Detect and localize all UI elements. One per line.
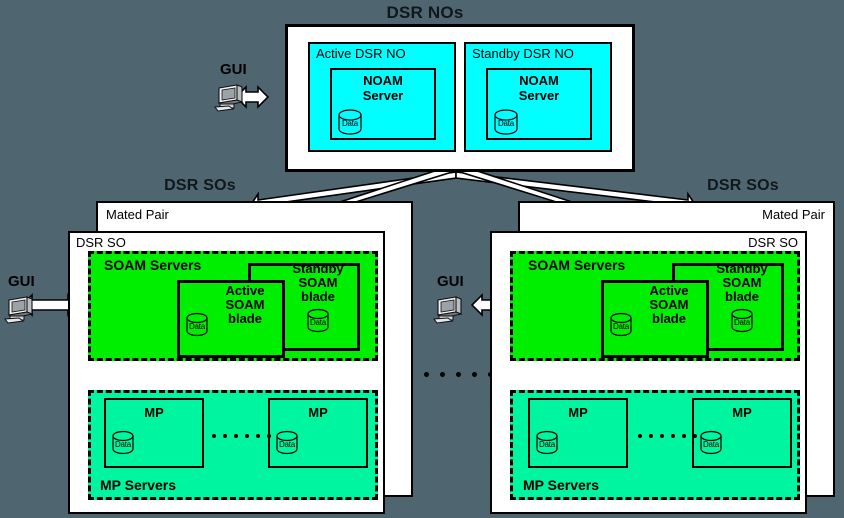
active-soam-blade-label-right-line2: SOAM <box>649 297 689 312</box>
mp-servers-label-left: MP Servers <box>100 477 177 493</box>
so-tier-title-left: DSR SOs <box>164 177 236 194</box>
standby-dsr-no-label: Standby DSR NO <box>472 46 574 61</box>
so-tier-title-right: DSR SOs <box>707 177 779 194</box>
mp-database-icon-right-2: Data <box>698 430 724 456</box>
standby-dsr-no-box <box>464 42 612 152</box>
dsr-so-label-right: DSR SO <box>748 235 798 250</box>
dsr-so-label-left: DSR SO <box>76 235 126 250</box>
mp-node-label-right-1: MP <box>568 405 588 420</box>
mp-servers-label-right: MP Servers <box>523 477 600 493</box>
standby-noam-server-label-line2: Server <box>518 88 560 103</box>
active-soam-blade-box-right <box>601 280 709 358</box>
mated-pair-label-left: Mated Pair <box>106 207 169 222</box>
standby-soam-blade-label-line2: SOAM <box>298 275 338 290</box>
workstation-icon-left-so <box>3 294 37 326</box>
active-soam-database-label-left: Data <box>188 321 206 331</box>
gui-label-left-so: GUI <box>8 273 35 290</box>
active-soam-database-icon-left: Data <box>184 312 210 338</box>
mp-node-box-left-2 <box>268 398 368 468</box>
mp-database-label-left-2: Data <box>278 439 296 449</box>
mp-ellipsis-left <box>212 434 271 438</box>
standby-noam-database-icon: Data <box>492 108 520 136</box>
mated-pair-label-right: Mated Pair <box>762 207 825 222</box>
active-dsr-no-box <box>308 42 456 152</box>
active-noam-server-label-line2: Server <box>362 88 404 103</box>
standby-soam-blade-label-right-line3: blade <box>725 289 759 304</box>
soam-servers-label-right: SOAM Servers <box>528 257 626 273</box>
mp-database-label-right-2: Data <box>702 439 720 449</box>
no-tier-title: DSR NOs <box>386 3 464 22</box>
standby-soam-database-icon-right: Data <box>729 308 755 334</box>
active-noam-database-icon: Data <box>336 108 364 136</box>
active-soam-database-icon-right: Data <box>608 312 634 338</box>
active-soam-blade-label-line3: blade <box>228 311 262 326</box>
workstation-icon-middle-so <box>432 294 466 326</box>
mp-database-label-right-1: Data <box>538 439 556 449</box>
active-noam-database-label: Data <box>341 118 359 128</box>
standby-soam-database-label-right: Data <box>733 317 751 327</box>
standby-soam-blade-label-right-line1: Standby <box>716 261 768 276</box>
soam-servers-label-left: SOAM Servers <box>104 257 202 273</box>
standby-soam-blade-label-right-line2: SOAM <box>722 275 762 290</box>
mp-node-label-right-2: MP <box>732 405 752 420</box>
standby-noam-database-label: Data <box>497 118 515 128</box>
mp-node-box-right-1 <box>528 398 628 468</box>
standby-soam-database-label-left: Data <box>309 317 327 327</box>
mp-database-icon-left-1: Data <box>110 430 136 456</box>
mp-servers-group-left <box>88 390 378 500</box>
standby-soam-blade-label-line1: Standby <box>292 261 344 276</box>
mp-node-label-left-2: MP <box>308 405 328 420</box>
active-soam-blade-label-right-line3: blade <box>652 311 686 326</box>
active-noam-server-label-line1: NOAM <box>363 73 403 88</box>
mp-node-box-left-1 <box>104 398 204 468</box>
standby-soam-blade-label-line3: blade <box>301 289 335 304</box>
active-noam-server-box <box>330 68 436 140</box>
mp-ellipsis-right <box>638 434 697 438</box>
active-soam-blade-box-left <box>177 280 285 358</box>
mp-database-icon-left-2: Data <box>274 430 300 456</box>
mp-database-label-left-1: Data <box>114 439 132 449</box>
standby-soam-database-icon-left: Data <box>305 308 331 334</box>
workstation-icon-no <box>213 82 247 114</box>
mp-node-box-right-2 <box>692 398 792 468</box>
standby-noam-server-label-line1: NOAM <box>519 73 559 88</box>
active-soam-blade-label-line2: SOAM <box>225 297 265 312</box>
mp-servers-group-right <box>510 390 800 500</box>
gui-label-no: GUI <box>220 61 247 78</box>
mp-database-icon-right-1: Data <box>534 430 560 456</box>
active-soam-blade-label-right-line1: Active <box>649 283 689 298</box>
mp-node-label-left-1: MP <box>144 405 164 420</box>
active-soam-database-label-right: Data <box>612 321 630 331</box>
active-soam-blade-label-line1: Active <box>225 283 265 298</box>
gui-label-middle-so: GUI <box>437 273 464 290</box>
standby-noam-server-box <box>486 68 592 140</box>
active-dsr-no-label: Active DSR NO <box>316 46 406 61</box>
